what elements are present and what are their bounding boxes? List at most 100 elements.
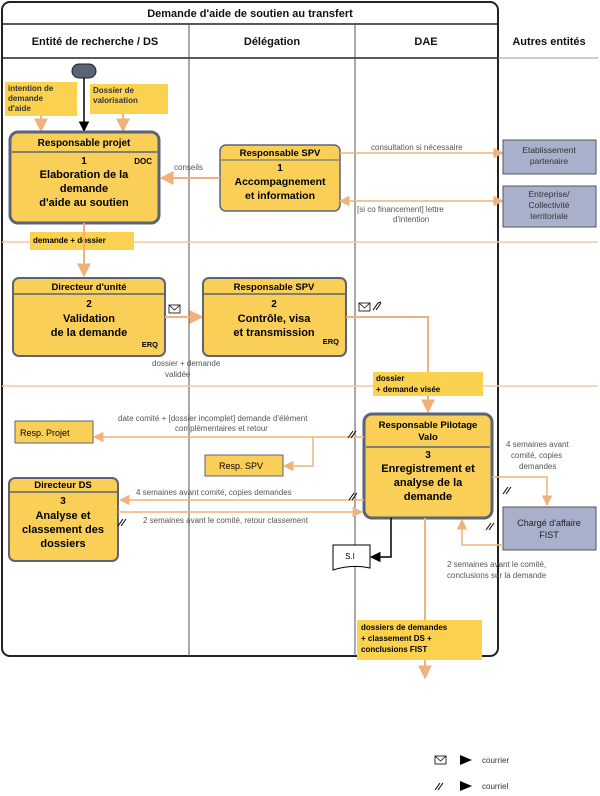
svg-text:dossier: dossier	[376, 374, 404, 383]
svg-text:Responsable Pilotage: Responsable Pilotage	[379, 420, 478, 431]
note-dossier-visee	[373, 372, 483, 396]
box-resp-projet-small[interactable]: Resp. Projet	[14, 420, 94, 444]
svg-text:Enregistrement et: Enregistrement et	[381, 463, 475, 475]
svg-text:Directeur DS: Directeur DS	[34, 480, 92, 491]
start-node	[71, 63, 97, 79]
svg-text:de la demande: de la demande	[51, 327, 127, 339]
svg-text:FIST: FIST	[539, 530, 559, 540]
email-icon	[485, 522, 495, 531]
column-header-autres: Autres entités	[512, 36, 585, 48]
box-directeur-unite[interactable]: Directeur d'unité 2 Validation de la dem…	[12, 277, 166, 357]
legend: courrier courriel	[434, 755, 509, 791]
svg-text:dossiers de demandes: dossiers de demandes	[361, 623, 448, 632]
svg-text:1: 1	[277, 163, 283, 174]
svg-text:3: 3	[60, 496, 66, 507]
svg-text:[si co financement] lettre: [si co financement] lettre	[357, 205, 444, 214]
svg-text:conclusions sur la demande: conclusions sur la demande	[447, 571, 547, 580]
svg-text:d'intention: d'intention	[393, 215, 429, 224]
svg-text:territoriale: territoriale	[530, 211, 568, 221]
svg-text:complémentaires et retour: complémentaires et retour	[175, 424, 268, 433]
svg-text:DOC: DOC	[134, 157, 152, 166]
svg-text:Analyse et: Analyse et	[35, 510, 90, 522]
svg-text:2: 2	[271, 299, 277, 310]
note-demande-dossier	[30, 232, 134, 250]
svg-text:dossiers: dossiers	[40, 538, 85, 550]
note-intention	[5, 82, 77, 116]
svg-text:ERQ: ERQ	[323, 337, 339, 346]
email-icon	[502, 486, 512, 495]
svg-text:2 semaines avant le comité,: 2 semaines avant le comité,	[447, 560, 546, 569]
svg-text:demande + dossier: demande + dossier	[33, 236, 106, 245]
email-icon	[434, 782, 444, 791]
svg-text:comité, copies: comité, copies	[511, 451, 562, 460]
svg-text:Valo: Valo	[418, 432, 438, 443]
email-icon	[348, 492, 358, 501]
svg-text:demandes: demandes	[519, 462, 556, 471]
svg-text:1: 1	[81, 156, 87, 167]
svg-text:conclusions FIST: conclusions FIST	[361, 645, 427, 654]
svg-text:Chargé d'affaire: Chargé d'affaire	[517, 518, 581, 528]
svg-text:Collectivité: Collectivité	[528, 200, 569, 210]
label-consultation: consultation si nécessaire	[371, 143, 463, 152]
column-header-dae: DAE	[414, 36, 437, 48]
svg-text:partenaire: partenaire	[530, 156, 569, 166]
column-header-delegation: Délégation	[244, 36, 301, 48]
svg-text:Validation: Validation	[63, 313, 115, 325]
svg-text:et information: et information	[245, 190, 315, 202]
note-dossier-valorisation	[90, 84, 168, 114]
svg-text:Elaboration de la: Elaboration de la	[40, 169, 130, 181]
svg-text:Accompagnement: Accompagnement	[234, 176, 326, 188]
legend-courrier: courrier	[482, 756, 509, 765]
svg-text:Responsable SPV: Responsable SPV	[234, 282, 315, 293]
svg-text:date comité + [dossier incompl: date comité + [dossier incomplet] demand…	[118, 414, 308, 423]
box-responsable-pilotage-valo[interactable]: Responsable Pilotage Valo 3 Enregistreme…	[362, 412, 494, 520]
note-final	[357, 620, 482, 660]
svg-text:Responsable SPV: Responsable SPV	[240, 148, 321, 159]
svg-text:S.I: S.I	[345, 552, 355, 561]
legend-courriel: courriel	[482, 782, 508, 791]
box-resp-spv-small[interactable]: Resp. SPV	[204, 454, 284, 477]
mail-icon	[358, 302, 371, 312]
entity-charge-affaire-fist: Chargé d'affaire FIST	[502, 506, 597, 551]
label-conseils: conseils	[174, 163, 203, 172]
svg-text:Entreprise/: Entreprise/	[528, 189, 570, 199]
svg-text:ERQ: ERQ	[142, 340, 158, 349]
box-directeur-ds[interactable]: Directeur DS 3 Analyse et classement des…	[8, 477, 119, 562]
svg-text:et transmission: et transmission	[233, 327, 315, 339]
entity-etablissement-partenaire: Etablissement partenaire	[502, 139, 597, 175]
box-responsable-spv-1[interactable]: Responsable SPV 1 Accompagnement et info…	[219, 144, 341, 212]
svg-text:+ classement DS +: + classement DS +	[361, 634, 432, 643]
box-responsable-projet[interactable]: Responsable projet 1 Elaboration de la d…	[8, 130, 161, 225]
column-header-recherche: Entité de recherche / DS	[32, 36, 159, 48]
svg-text:Resp. Projet: Resp. Projet	[20, 428, 70, 438]
svg-text:3: 3	[425, 450, 431, 461]
swimlane-frame	[1, 1, 499, 657]
entity-entreprise-collectivite: Entreprise/ Collectivité territoriale	[502, 185, 597, 228]
svg-text:Etablissement: Etablissement	[522, 145, 576, 155]
mail-icon	[434, 755, 447, 765]
svg-text:4 semaines avant comité, copie: 4 semaines avant comité, copies demandes	[136, 488, 292, 497]
svg-text:Contrôle, visa: Contrôle, visa	[238, 313, 312, 325]
svg-text:validée: validée	[165, 370, 191, 379]
svg-text:Responsable projet: Responsable projet	[38, 138, 131, 149]
email-icon	[347, 430, 357, 439]
svg-text:classement des: classement des	[22, 524, 104, 536]
svg-text:4 semaines avant: 4 semaines avant	[506, 440, 569, 449]
box-si: S.I	[332, 544, 371, 571]
svg-text:demande: demande	[60, 183, 108, 195]
email-icon	[372, 301, 382, 311]
mail-icon	[168, 304, 181, 314]
email-icon	[117, 518, 127, 527]
diagram-title: Demande d'aide de soutien au transfert	[147, 8, 353, 20]
svg-text:2: 2	[86, 299, 92, 310]
svg-text:2 semaines avant le comité, re: 2 semaines avant le comité, retour class…	[143, 516, 309, 525]
box-responsable-spv-2[interactable]: Responsable SPV 2 Contrôle, visa et tran…	[202, 277, 347, 357]
svg-text:demande: demande	[404, 491, 452, 503]
svg-text:Directeur d'unité: Directeur d'unité	[51, 282, 126, 293]
svg-text:dossier + demande: dossier + demande	[152, 359, 221, 368]
svg-text:d'aide au soutien: d'aide au soutien	[39, 197, 129, 209]
svg-text:analyse de la: analyse de la	[394, 477, 463, 489]
